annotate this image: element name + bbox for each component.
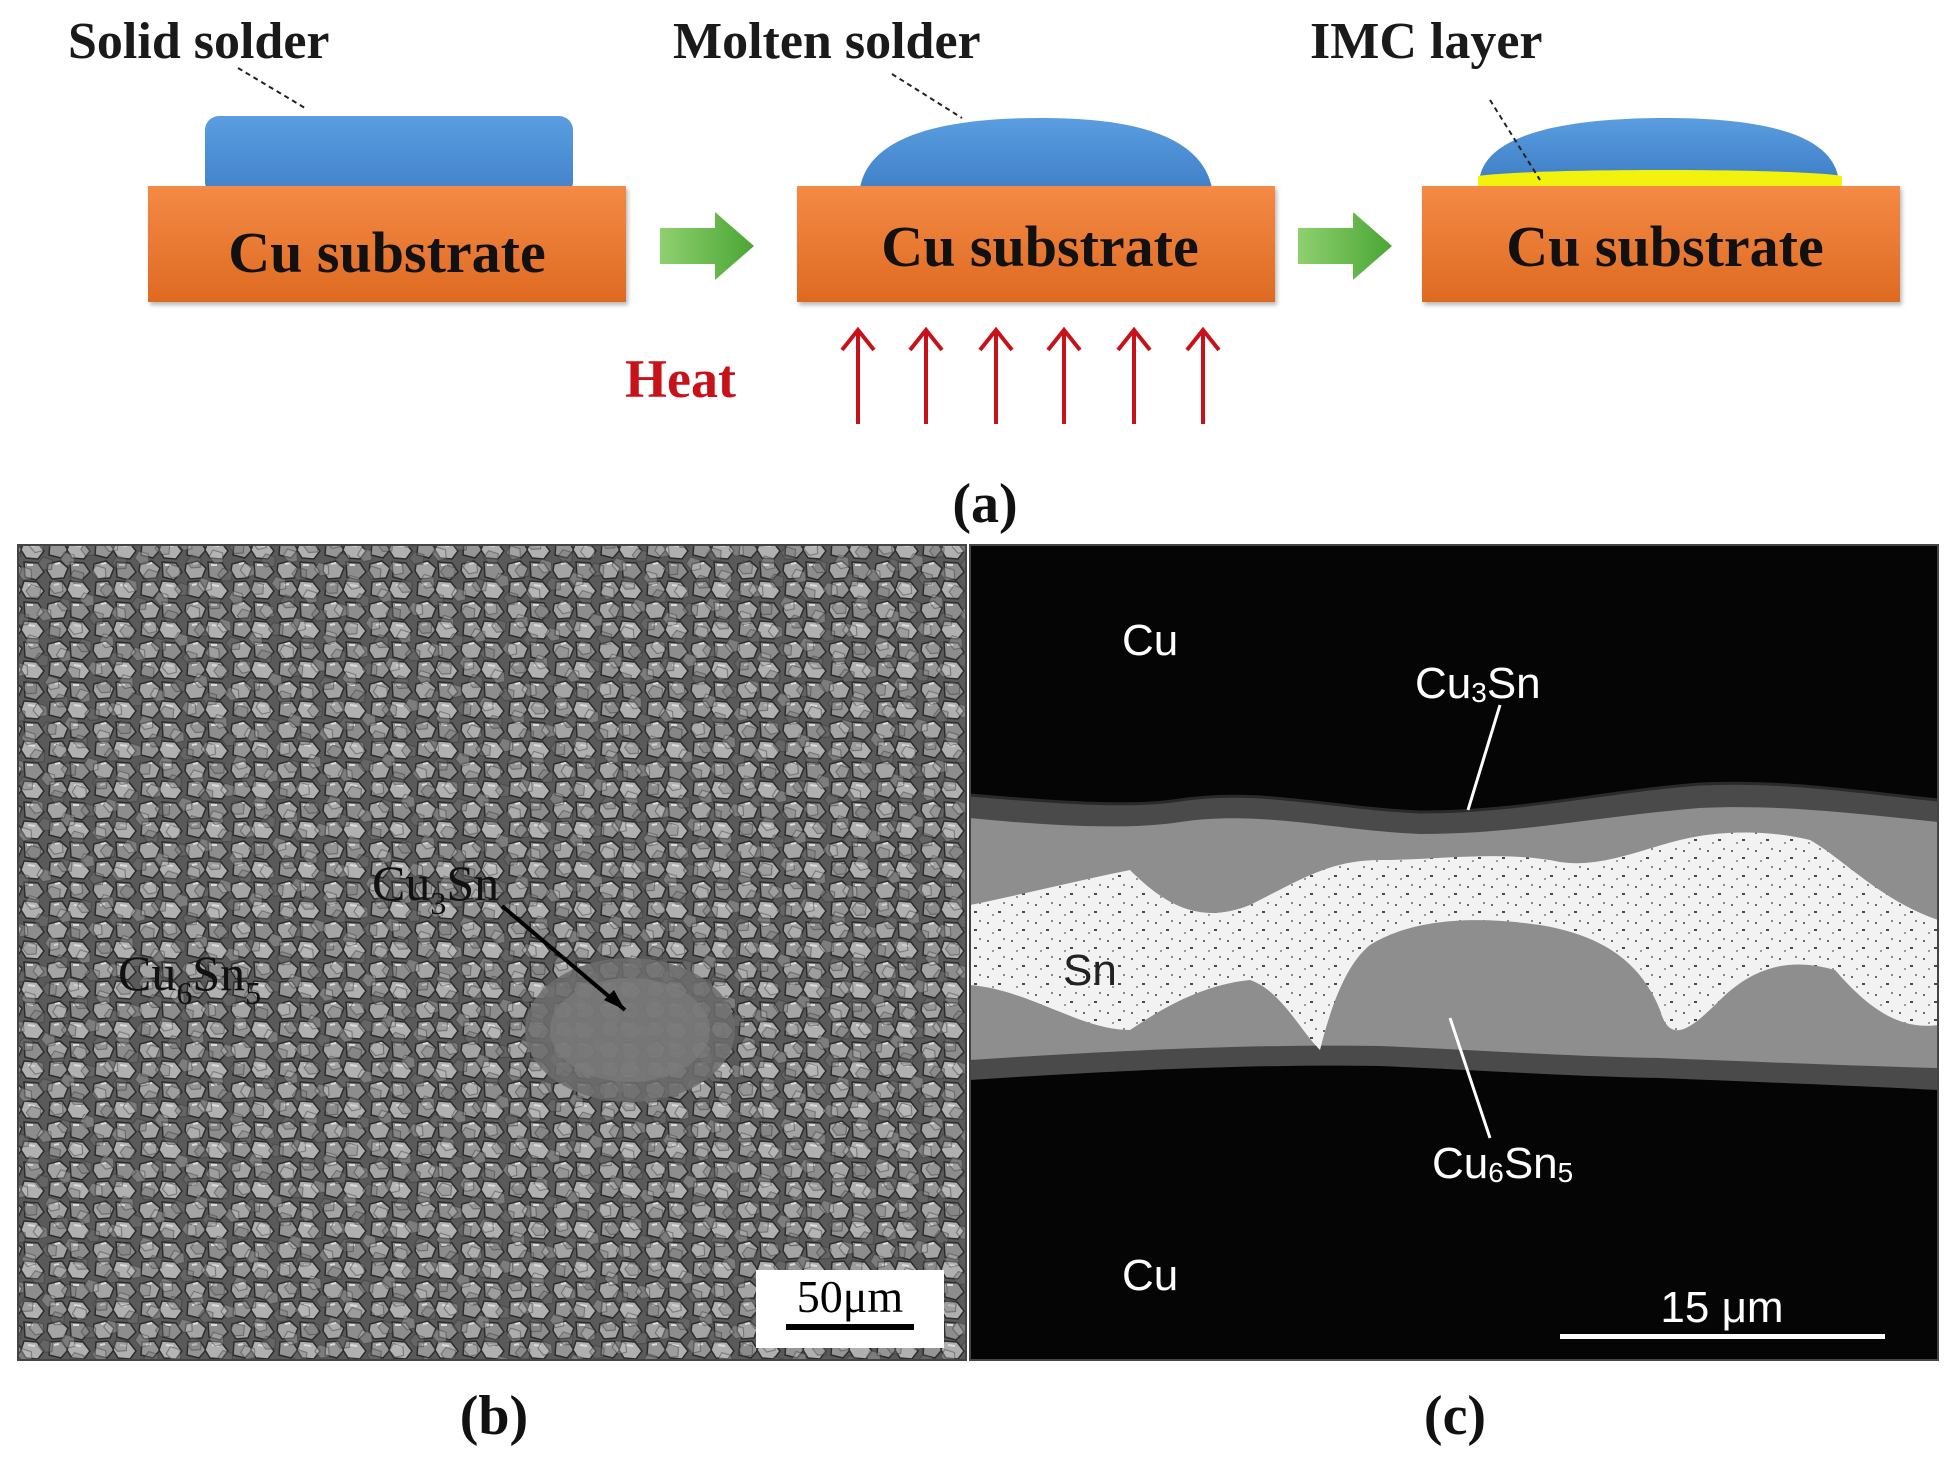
cu3sn-pointer-b — [500, 904, 627, 1012]
stage-imc-layer: IMC layer Cu substrate — [1310, 13, 1900, 302]
solid-solder-label: Solid solder — [68, 13, 330, 70]
scale-bar-b-label: 50μm — [797, 1271, 904, 1322]
solid-solder-leader — [237, 67, 306, 109]
imc-yellow-layer — [1478, 170, 1842, 190]
panel-b: Cu3Sn Cu6Sn5 50μm (b) — [17, 544, 967, 1447]
pointer-arrowhead-icon — [604, 990, 625, 1010]
cu-bottom-label: Cu — [1122, 1251, 1178, 1300]
scale-bar-b-box — [756, 1270, 944, 1348]
cu-substrate-1-label: Cu substrate — [228, 220, 545, 285]
cu-substrate-2-label: Cu substrate — [881, 214, 1198, 279]
sem-image-b — [18, 545, 966, 1360]
svg-text:Cu6Sn5: Cu6Sn5 — [118, 945, 261, 1011]
panel-c: Cu Cu Sn Cu3Sn Cu6Sn5 15 μm (c) — [969, 544, 1939, 1447]
cu-substrate-3 — [1422, 186, 1900, 302]
scale-bar-b-line — [786, 1324, 914, 1330]
panel-a: Solid solder Cu substrate Molten solder … — [68, 13, 1900, 535]
molten-solder-dome — [860, 118, 1212, 188]
caption-a: (a) — [952, 473, 1017, 535]
svg-text:Cu3Sn: Cu3Sn — [1415, 659, 1541, 708]
heat-arrows — [840, 326, 1221, 424]
arrow-right-icon — [1298, 212, 1392, 280]
heat-arrow-icon — [978, 326, 1014, 424]
heat-label: Heat — [625, 349, 736, 409]
cu-substrate-3-label: Cu substrate — [1506, 214, 1823, 279]
imc-layer-label: IMC layer — [1310, 13, 1542, 70]
cu3sn-pointer-c — [1466, 704, 1502, 811]
cu6sn5-label-c: Cu6Sn5 — [1432, 1139, 1573, 1188]
cu3sn-label-c: Cu3Sn — [1415, 659, 1541, 708]
caption-b: (b) — [460, 1385, 528, 1447]
solid-solder-block — [205, 116, 573, 196]
heat-arrow-icon — [1185, 326, 1221, 424]
sn-label: Sn — [1063, 946, 1117, 995]
svg-text:Cu3Sn: Cu3Sn — [372, 855, 499, 921]
caption-c: (c) — [1424, 1385, 1486, 1447]
cu6sn5-pointer-c — [1448, 1017, 1492, 1139]
imc-solder-dome — [1480, 118, 1838, 176]
sem-image-c — [970, 545, 1938, 1360]
heat-arrow-icon — [1046, 326, 1082, 424]
scale-bar-c-line — [1560, 1334, 1885, 1339]
stage-molten-solder: Molten solder Cu substrate Heat — [625, 13, 1275, 424]
imc-layer-leader — [1489, 99, 1541, 181]
cu3sn-label-b: Cu3Sn — [372, 855, 499, 921]
cu-substrate-2 — [797, 186, 1275, 302]
arrow-right-icon — [660, 212, 754, 280]
heat-arrow-icon — [908, 326, 944, 424]
molten-solder-leader — [891, 73, 963, 119]
heat-arrow-icon — [1116, 326, 1152, 424]
molten-solder-label: Molten solder — [673, 13, 981, 70]
cu-substrate-1 — [148, 186, 626, 302]
cu6sn5-label-b: Cu6Sn5 — [118, 945, 261, 1011]
cu-top-label: Cu — [1122, 616, 1178, 665]
svg-text:Cu6Sn5: Cu6Sn5 — [1432, 1139, 1573, 1188]
stage-solid-solder: Solid solder Cu substrate — [68, 13, 626, 302]
scale-bar-c-label: 15 μm — [1660, 1283, 1783, 1332]
heat-arrow-icon — [840, 326, 876, 424]
